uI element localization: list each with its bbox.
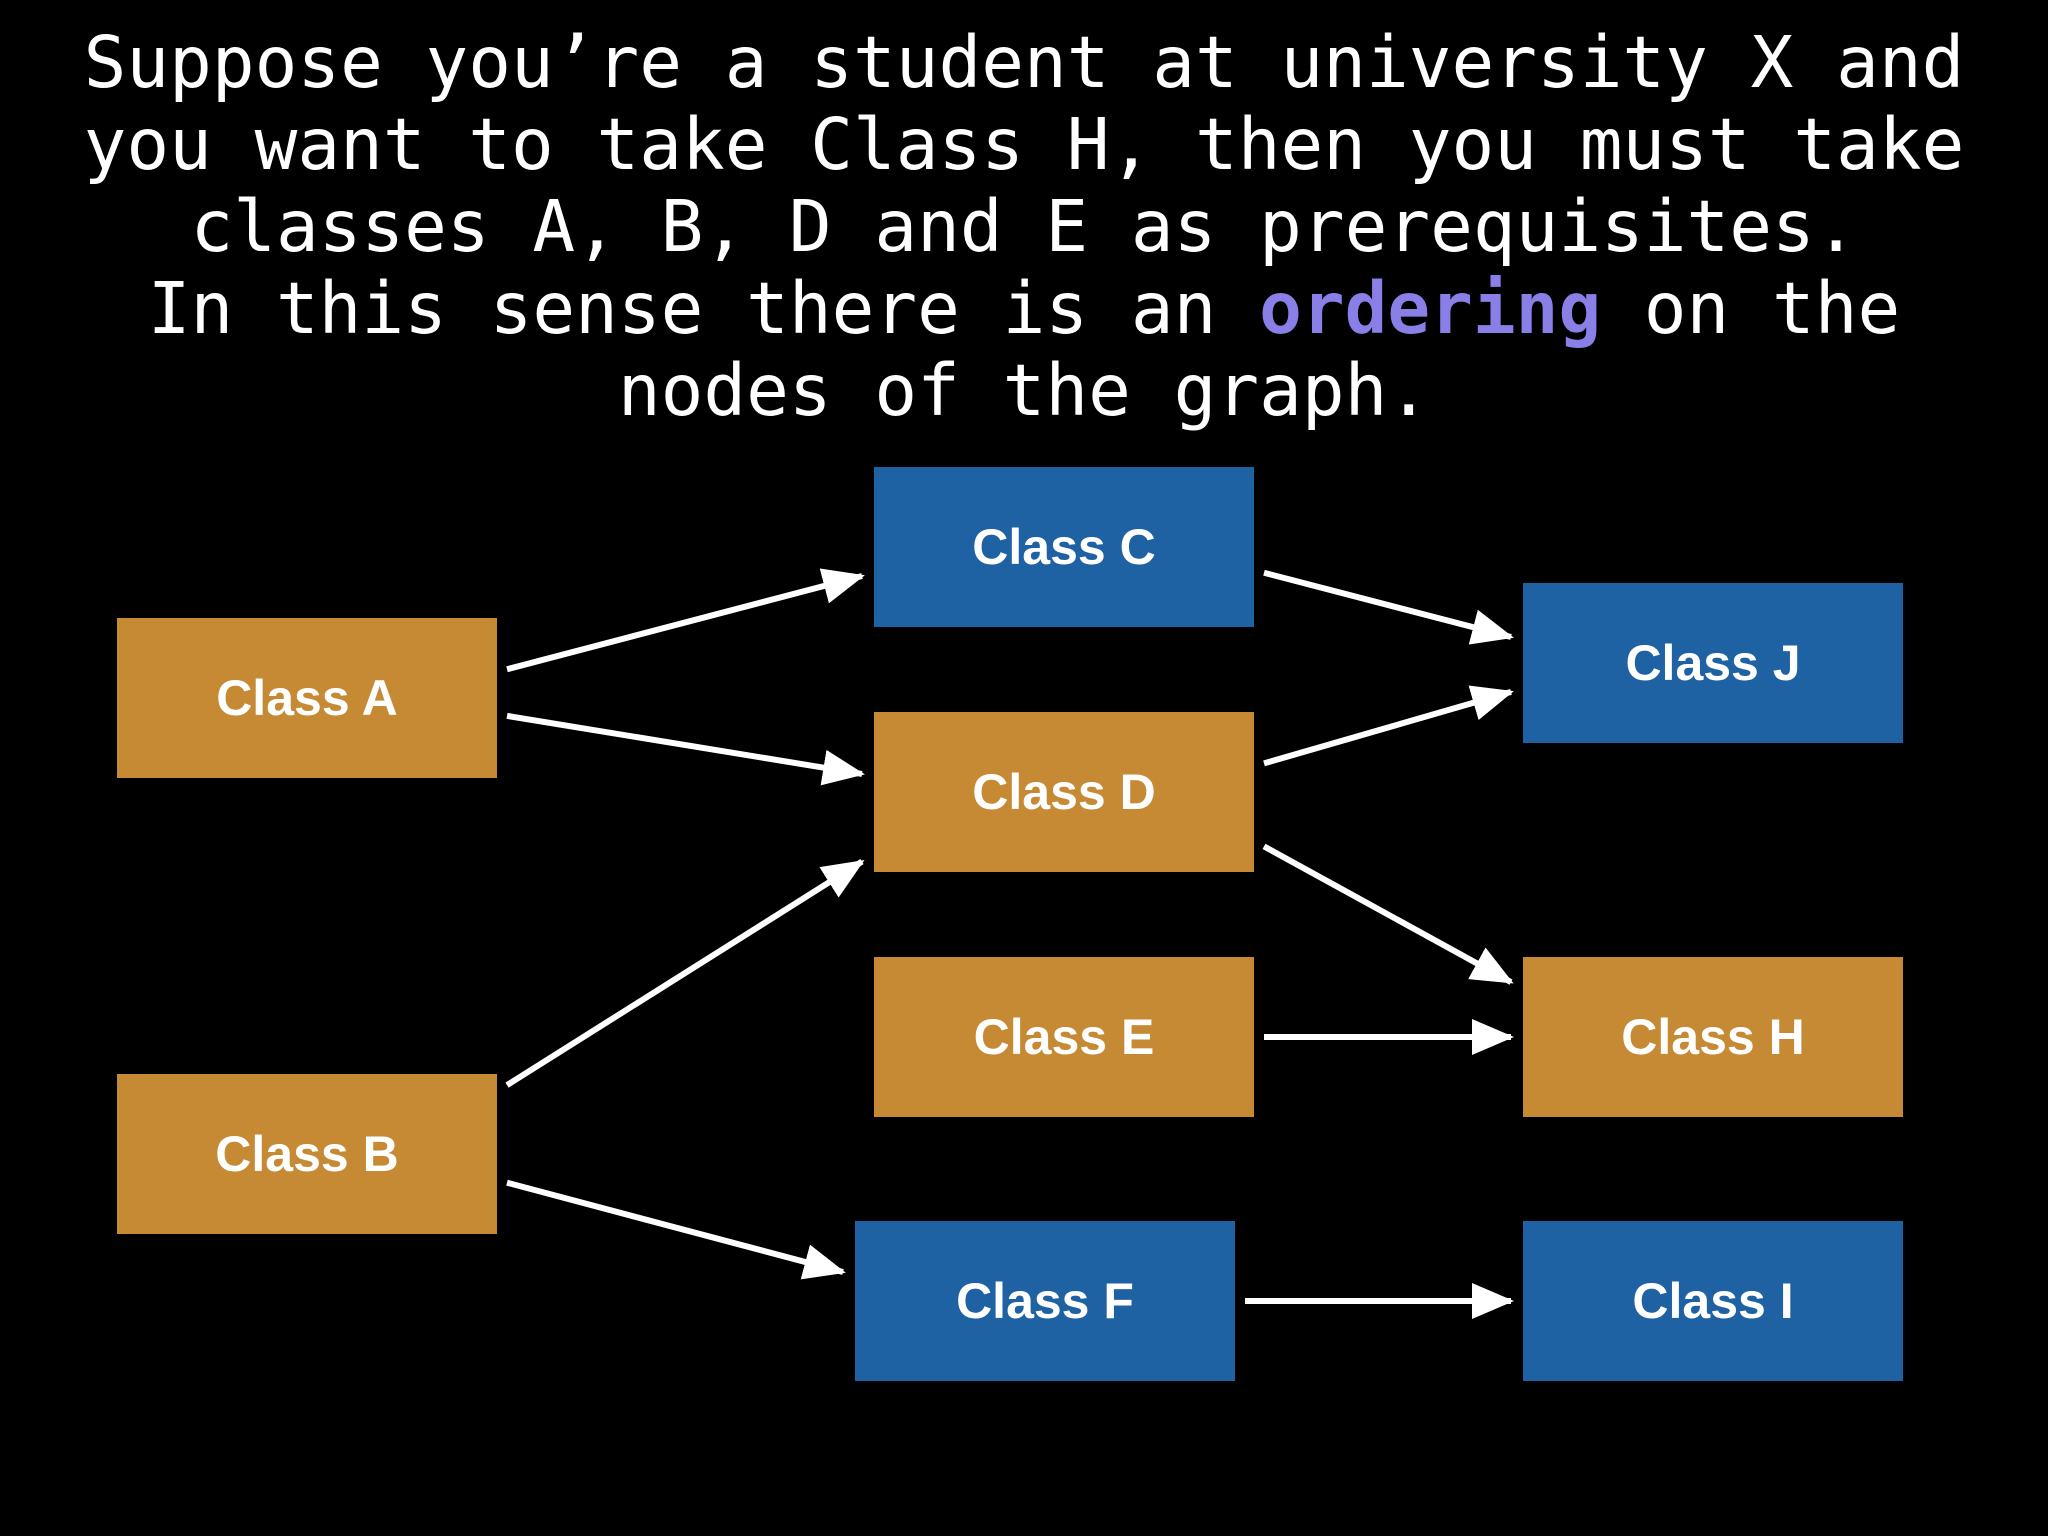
node-class-a: Class A — [117, 618, 497, 778]
edge-b-to-d — [505, 859, 865, 1088]
node-class-e: Class E — [874, 957, 1254, 1117]
node-label: Class H — [1621, 1009, 1805, 1065]
node-class-i: Class I — [1523, 1221, 1903, 1381]
node-label: Class D — [972, 764, 1156, 820]
node-label: Class F — [956, 1273, 1134, 1329]
node-label: Class B — [215, 1126, 399, 1182]
edge-c-to-j — [1263, 569, 1514, 645]
node-class-h: Class H — [1523, 957, 1903, 1117]
node-label: Class I — [1632, 1273, 1794, 1329]
node-label: Class E — [973, 1009, 1155, 1065]
node-label: Class A — [216, 670, 398, 726]
slide-caption: Suppose you’re a student at university X… — [0, 22, 2048, 432]
caption-line-4-start: In this sense there is an — [147, 267, 1260, 350]
caption-line-4-end: on the — [1601, 267, 1901, 350]
caption-line-3: classes A, B, D and E as prerequisites. — [190, 185, 1858, 268]
caption-line-1: Suppose you’re a student at university X… — [83, 21, 1965, 104]
caption-line-2: you want to take Class H, then you must … — [83, 103, 1965, 186]
edge-a-to-d — [506, 712, 865, 786]
edge-a-to-c — [506, 568, 865, 673]
ordering-highlight: ordering — [1259, 267, 1602, 350]
node-label: Class J — [1625, 635, 1801, 691]
node-class-c: Class C — [874, 467, 1254, 627]
node-class-f: Class F — [855, 1221, 1235, 1381]
edge-d-to-h — [1262, 843, 1514, 985]
node-label: Class C — [972, 519, 1156, 575]
edge-b-to-f — [506, 1179, 846, 1280]
node-class-j: Class J — [1523, 583, 1903, 743]
node-class-d: Class D — [874, 712, 1254, 872]
edge-d-to-j — [1263, 685, 1514, 767]
node-class-b: Class B — [117, 1074, 497, 1234]
caption-line-5: nodes of the graph. — [617, 349, 1431, 432]
